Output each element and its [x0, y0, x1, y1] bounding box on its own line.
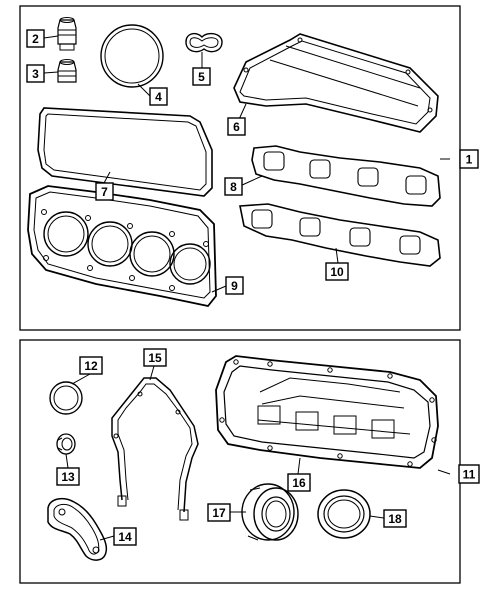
callout-13: 13	[56, 467, 80, 486]
part-10-exhaust-manifold-gasket[interactable]	[239, 203, 441, 267]
svg-text:5: 5	[198, 70, 205, 84]
callout-16: 16	[287, 473, 311, 492]
callout-6: 6	[227, 117, 246, 136]
part-16-oil-pan-gasket[interactable]	[215, 355, 439, 469]
part-18-crankshaft-seal[interactable]	[317, 489, 371, 539]
lower-gasket-set-frame	[19, 339, 461, 584]
callout-15: 15	[143, 348, 167, 367]
svg-text:14: 14	[118, 530, 132, 544]
callout-10: 10	[325, 262, 349, 281]
svg-text:8: 8	[230, 180, 237, 194]
svg-text:16: 16	[292, 476, 306, 490]
callout-18: 18	[383, 509, 407, 528]
part-9-cylinder-head-gasket[interactable]	[27, 185, 217, 307]
part-4-o-ring[interactable]	[100, 24, 164, 88]
callout-7: 7	[95, 182, 114, 201]
svg-text:2: 2	[32, 32, 39, 46]
svg-text:1: 1	[466, 153, 473, 167]
callout-5: 5	[192, 67, 211, 86]
part-2-valve-stem-seal[interactable]	[57, 17, 77, 51]
callout-3: 3	[26, 64, 45, 83]
callout-11: 11	[458, 464, 480, 484]
part-6-intake-manifold-gasket[interactable]	[233, 33, 439, 133]
callout-17: 17	[207, 503, 231, 522]
leader-lines	[43, 35, 451, 541]
svg-text:12: 12	[84, 359, 98, 373]
callout-4: 4	[149, 87, 168, 106]
svg-text:6: 6	[233, 120, 240, 134]
part-17-crankshaft-seal[interactable]	[241, 483, 299, 541]
part-15-timing-cover-gasket[interactable]	[111, 377, 199, 521]
part-12-o-ring[interactable]	[49, 381, 83, 415]
svg-text:7: 7	[101, 185, 108, 199]
part-3-valve-stem-seal[interactable]	[57, 59, 77, 83]
part-8-exhaust-manifold-gasket[interactable]	[251, 145, 441, 207]
svg-text:17: 17	[212, 506, 226, 520]
callout-8: 8	[224, 177, 243, 196]
svg-text:9: 9	[231, 279, 238, 293]
callout-9: 9	[225, 276, 244, 295]
callout-12: 12	[79, 356, 103, 375]
svg-text:15: 15	[148, 351, 162, 365]
callout-1: 1	[459, 149, 479, 169]
part-7-valve-cover-gasket[interactable]	[37, 107, 213, 197]
part-14-water-outlet-gasket[interactable]	[47, 497, 108, 561]
svg-text:11: 11	[463, 468, 476, 482]
part-13-seal[interactable]	[56, 433, 76, 455]
callout-14: 14	[113, 527, 137, 546]
svg-text:3: 3	[32, 67, 39, 81]
svg-text:18: 18	[388, 512, 402, 526]
callout-2: 2	[26, 29, 45, 48]
svg-text:13: 13	[61, 470, 75, 484]
part-5-thermostat-gasket[interactable]	[185, 32, 223, 53]
svg-text:4: 4	[155, 90, 162, 104]
svg-text:10: 10	[330, 265, 344, 279]
